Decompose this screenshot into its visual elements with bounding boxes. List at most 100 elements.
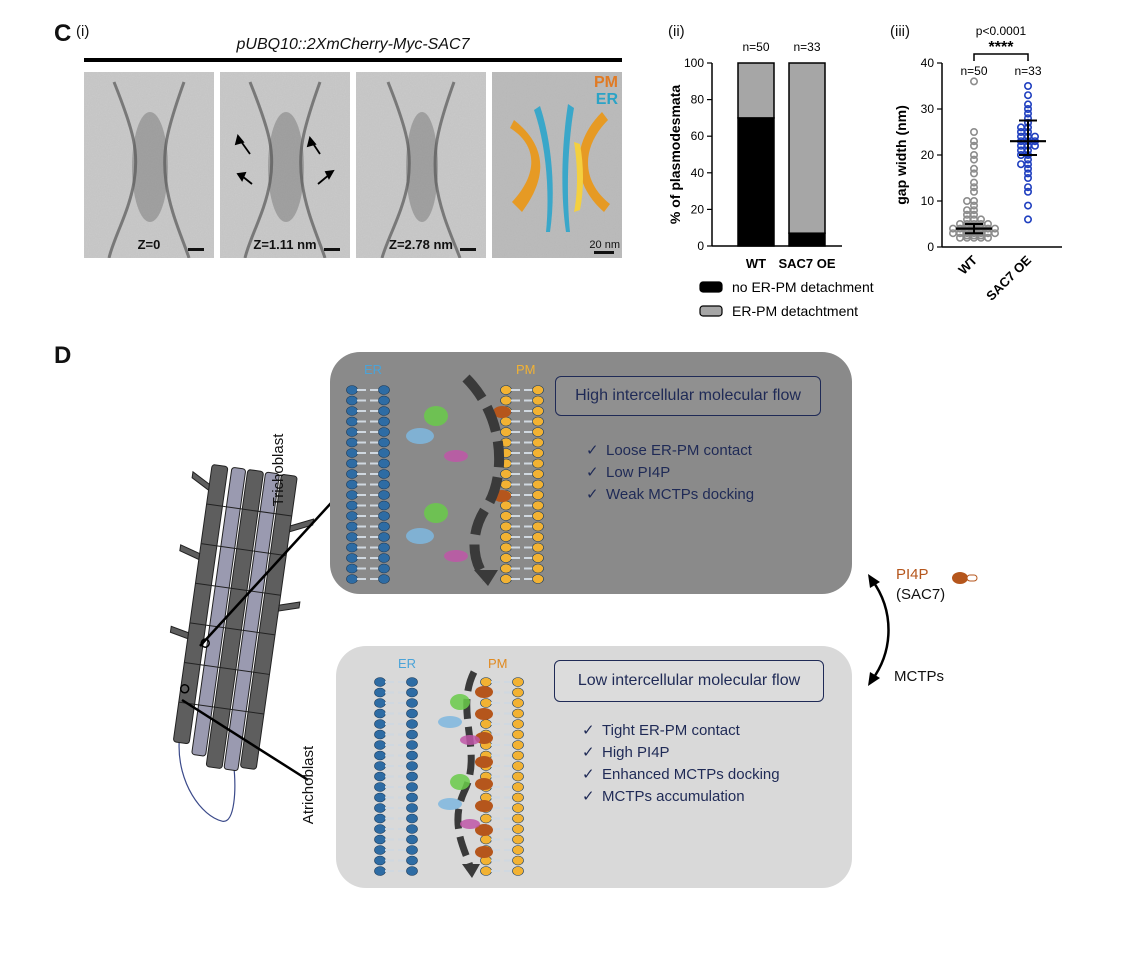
high-flow-title: High intercellular molecular flow <box>555 376 821 416</box>
n-label: n=33 <box>793 40 820 54</box>
data-point <box>970 197 979 206</box>
y-tick-label: 80 <box>691 93 705 107</box>
bar-segment <box>788 232 826 247</box>
data-point <box>963 210 972 219</box>
data-point <box>963 206 972 215</box>
data-point <box>1024 183 1033 192</box>
check-item: ✓High PI4P <box>582 742 780 764</box>
panel-d-letter: D <box>54 342 72 369</box>
data-point <box>984 233 993 242</box>
data-point <box>1017 160 1026 169</box>
check-item: ✓Weak MCTPs docking <box>586 484 754 506</box>
data-point <box>991 229 1000 238</box>
data-point <box>956 220 965 229</box>
legend-label: ER-PM detachtment <box>732 303 858 319</box>
check-icon: ✓ <box>582 722 595 739</box>
data-point <box>1024 201 1033 210</box>
bar-segment <box>737 62 775 119</box>
bar-segment <box>737 117 775 247</box>
pm-label-bottom: PM <box>488 656 508 671</box>
data-point <box>970 155 979 164</box>
data-point <box>970 178 979 187</box>
data-point <box>970 137 979 146</box>
data-point <box>963 215 972 224</box>
data-point <box>984 220 993 229</box>
segmentation-overlay <box>492 72 622 258</box>
panel-c-i-label: (i) <box>76 23 90 40</box>
trichoblast-panel: ER PM High intercellular molecular flow … <box>330 352 852 594</box>
data-point <box>991 224 1000 233</box>
scale-bar <box>324 248 340 251</box>
scale-bar <box>594 251 614 254</box>
legend-swatch <box>699 305 723 317</box>
y-tick-label: 40 <box>691 166 705 180</box>
data-point <box>970 128 979 137</box>
y-tick-label: 20 <box>921 148 935 162</box>
data-point <box>1031 141 1040 150</box>
legend-swatch <box>699 281 723 293</box>
check-icon: ✓ <box>582 766 595 783</box>
low-flow-title: Low intercellular molecular flow <box>554 660 824 702</box>
panel-c-iii-label: (iii) <box>890 23 910 40</box>
er-membrane <box>346 385 544 584</box>
x-tick-label: SAC7 OE <box>778 256 835 271</box>
check-icon: ✓ <box>586 486 599 503</box>
construct-title: pUBQ10::2XmCherry-Myc-SAC7 <box>236 36 470 53</box>
pm-label-top: PM <box>516 362 536 377</box>
data-point <box>970 169 979 178</box>
membrane-diagram-top <box>346 374 544 586</box>
x-tick-label: WT <box>746 256 766 271</box>
data-point <box>1024 109 1033 118</box>
pi4p-lipid-icon <box>952 572 978 584</box>
data-point <box>1024 215 1033 224</box>
panel-c-letter: C <box>54 20 72 47</box>
em-texture <box>220 72 350 258</box>
data-point <box>1017 146 1026 155</box>
data-point <box>1024 105 1033 114</box>
membrane-diagram-bottom <box>374 670 524 878</box>
y-axis-label: % of plasmodesmata <box>667 85 683 224</box>
data-point <box>970 164 979 173</box>
scale-bar <box>188 248 204 251</box>
check-item: ✓Tight ER-PM contact <box>582 720 780 742</box>
data-point <box>1017 132 1026 141</box>
n-label: n=50 <box>960 64 987 78</box>
atrichoblast-feature-list: ✓Tight ER-PM contact ✓High PI4P ✓Enhance… <box>582 720 780 808</box>
em-image-overlay: PM ER 20 nm <box>492 72 622 258</box>
trichoblast-label: Trichoblast <box>270 433 287 507</box>
panel-c-ii-label: (ii) <box>668 23 685 40</box>
bidirectional-arrow-icon <box>868 574 890 686</box>
data-point <box>948 229 957 238</box>
arrow-icons <box>234 134 335 185</box>
check-icon: ✓ <box>586 442 599 459</box>
data-point <box>1024 174 1033 183</box>
data-point <box>963 197 972 206</box>
data-point <box>977 215 986 224</box>
er-label-bottom: ER <box>398 656 417 671</box>
data-point <box>1024 155 1033 164</box>
check-item: ✓Loose ER-PM contact <box>586 440 754 462</box>
n-label: n=33 <box>1014 64 1041 78</box>
em-texture <box>356 72 486 258</box>
y-tick-label: 0 <box>697 239 704 253</box>
check-icon: ✓ <box>582 744 595 761</box>
scale-bar-label: 20 nm <box>589 239 620 251</box>
y-tick-label: 30 <box>921 102 935 116</box>
check-item: ✓Low PI4P <box>586 462 754 484</box>
em-texture <box>84 72 214 258</box>
sac7-label: (SAC7) <box>896 586 946 603</box>
significance-bracket <box>973 53 1029 61</box>
em-image-z2: Z=2.78 nm <box>356 72 486 258</box>
data-point <box>1017 123 1026 132</box>
y-tick-label: 40 <box>921 56 935 70</box>
data-point <box>1024 82 1033 91</box>
data-point <box>970 77 979 86</box>
check-item: ✓MCTPs accumulation <box>582 786 780 808</box>
pi4p-label: PI4P <box>896 566 929 583</box>
construct-underline <box>84 58 622 62</box>
overlay-pm-label: PM <box>594 74 618 91</box>
data-point <box>1017 128 1026 137</box>
data-point <box>956 233 965 242</box>
data-point <box>970 151 979 160</box>
